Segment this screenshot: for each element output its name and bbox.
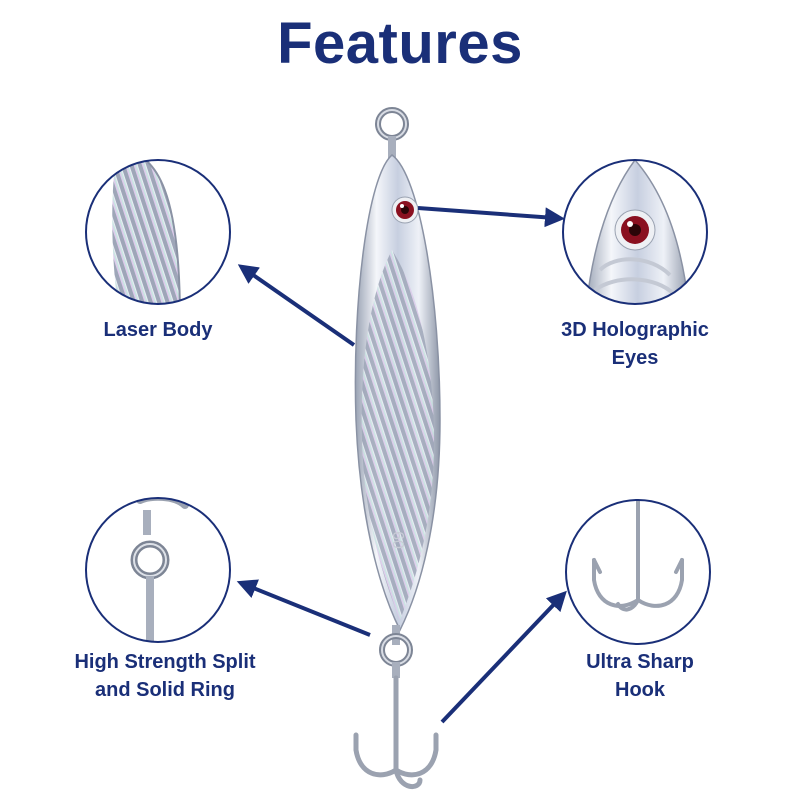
lure-treble-hook (353, 675, 439, 789)
lure-eye (391, 196, 419, 224)
arrows (236, 206, 567, 724)
top-ring (375, 107, 409, 160)
page-title: Features (277, 11, 523, 76)
bottom-ring (379, 625, 413, 678)
label-3d-holographic-eyes: 3D Holographic Eyes (525, 316, 745, 372)
split-ring-icon (85, 497, 231, 643)
holographic-eye-icon (562, 159, 708, 305)
label-3d-holographic-line1: 3D Holographic (561, 319, 709, 341)
label-split-ring-line1: High Strength Split (74, 651, 256, 673)
laser-body-icon (85, 159, 231, 305)
arrow-3d-eyes (417, 206, 565, 228)
label-laser-body-text: Laser Body (103, 319, 213, 341)
label-ultra-sharp-line1: Ultra Sharp (586, 651, 694, 673)
body-weight-text: 60 (389, 531, 406, 549)
arrow-hook (440, 590, 567, 724)
lure-body: 60 (354, 154, 441, 632)
treble-hook-icon (565, 499, 711, 645)
label-split-ring-line2: and Solid Ring (95, 679, 235, 701)
label-split-ring: High Strength Split and Solid Ring (30, 648, 300, 704)
arrow-laser-body (237, 264, 356, 347)
label-3d-holographic-line2: Eyes (611, 347, 659, 369)
label-laser-body: Laser Body (58, 316, 258, 344)
label-ultra-sharp-line2: Hook (615, 679, 665, 701)
label-ultra-sharp-hook: Ultra Sharp Hook (545, 648, 735, 704)
arrow-split-ring (236, 579, 371, 637)
